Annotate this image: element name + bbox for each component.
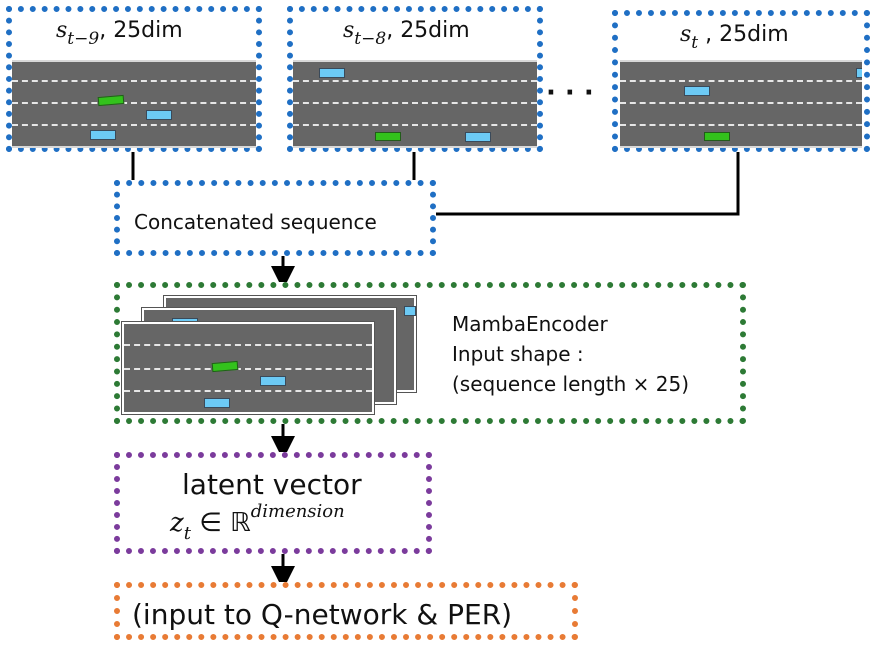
road-t-9 [12, 60, 256, 148]
latent-symbol: z [170, 508, 184, 538]
mamba-encoder-box: MambaEncoder Input shape : (sequence len… [114, 282, 746, 424]
blue-car [260, 376, 286, 386]
state-subscript: t [691, 33, 699, 53]
ellipsis: · · · [546, 78, 594, 108]
output-label: (input to Q-network & PER) [132, 598, 513, 631]
concatenated-sequence-box: Concatenated sequence [114, 180, 436, 256]
road-t [620, 60, 862, 148]
state-label-t: st , 25dim [680, 22, 789, 53]
road-t-8 [293, 60, 537, 148]
encoder-title: MambaEncoder [452, 312, 608, 336]
concatenated-sequence-label: Concatenated sequence [134, 210, 377, 234]
state-suffix: , 25dim [698, 22, 789, 47]
state-symbol: s [56, 18, 68, 43]
state-suffix: , 25dim [386, 18, 470, 43]
state-label-t-9: st−9, 25dim [56, 18, 183, 49]
state-box-t-9: st−9, 25dim [6, 6, 262, 152]
blue-car [856, 68, 862, 78]
latent-superscript: dimension [250, 501, 345, 522]
output-box: (input to Q-network & PER) [114, 582, 578, 640]
latent-vector-box: latent vector zt ∈ ℝdimension [114, 452, 432, 554]
green-car [375, 132, 401, 141]
green-car [211, 360, 239, 373]
state-label-t-8: st−8, 25dim [343, 18, 470, 49]
green-car [704, 132, 730, 141]
blue-car [90, 130, 116, 140]
blue-car [319, 68, 345, 78]
encoder-input-shape: Input shape : [452, 342, 584, 366]
state-box-t-8: st−8, 25dim [287, 6, 543, 152]
latent-relation: ∈ ℝ [190, 508, 251, 538]
blue-car [684, 86, 710, 96]
latent-vector-title: latent vector [182, 468, 362, 501]
stacked-frame-front [121, 321, 375, 415]
state-box-t: st , 25dim [612, 10, 870, 152]
state-suffix: , 25dim [99, 18, 183, 43]
green-car [97, 94, 125, 107]
blue-car [146, 110, 172, 120]
encoder-shape-value: (sequence length × 25) [452, 372, 690, 396]
state-symbol: s [343, 18, 355, 43]
latent-vector-formula: zt ∈ ℝdimension [170, 501, 345, 544]
state-subscript: t−9 [67, 29, 100, 49]
latent-subscript: t [183, 523, 191, 544]
blue-car [465, 132, 491, 142]
blue-car [204, 398, 230, 408]
state-symbol: s [680, 22, 692, 47]
state-subscript: t−8 [354, 29, 387, 49]
